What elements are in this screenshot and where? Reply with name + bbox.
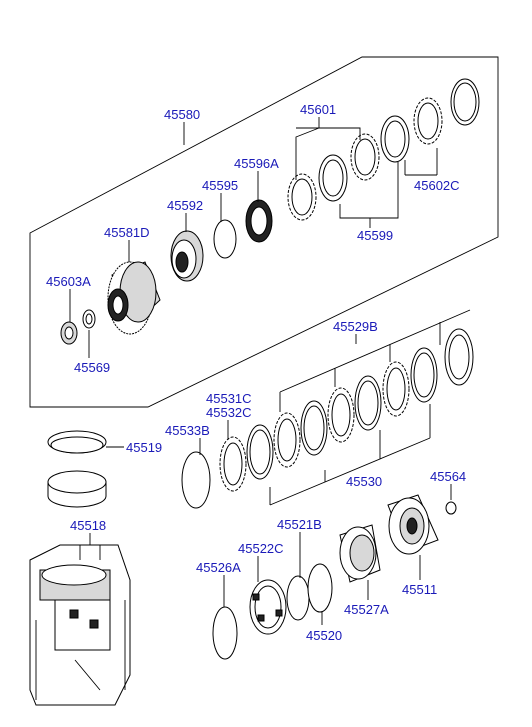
part-45521B — [286, 575, 310, 621]
part-45522C — [249, 579, 287, 635]
label-45518: 45518 — [70, 518, 106, 533]
part-45518-case — [29, 544, 131, 706]
label-45529B: 45529B — [333, 319, 378, 334]
assembly-frame-45580 — [29, 56, 499, 408]
part-45601-plates — [287, 97, 443, 221]
label-45531C: 45531C — [206, 391, 252, 406]
label-45602C: 45602C — [414, 178, 460, 193]
label-45569: 45569 — [74, 360, 110, 375]
label-45599: 45599 — [357, 228, 393, 243]
label-45601: 45601 — [300, 102, 336, 117]
label-45532C: 45532C — [206, 405, 252, 420]
label-45592: 45592 — [167, 198, 203, 213]
label-45595: 45595 — [202, 178, 238, 193]
part-45603A — [60, 321, 78, 345]
label-45581D: 45581D — [104, 225, 150, 240]
label-45521B: 45521B — [277, 517, 322, 532]
part-45530-plates — [246, 328, 474, 480]
part-45592 — [170, 230, 204, 282]
part-45527A — [339, 524, 381, 583]
part-45596A — [245, 199, 273, 243]
part-45564 — [445, 501, 457, 515]
part-45599-plates — [318, 115, 410, 202]
label-45533B: 45533B — [165, 423, 210, 438]
label-45580: 45580 — [164, 107, 200, 122]
label-45522C: 45522C — [238, 541, 284, 556]
part-45602C — [450, 78, 480, 126]
part-45533B — [181, 451, 211, 509]
part-45520 — [307, 563, 333, 613]
label-45564: 45564 — [430, 469, 466, 484]
part-45595 — [213, 219, 237, 259]
label-45526A: 45526A — [196, 560, 241, 575]
label-45527A: 45527A — [344, 602, 389, 617]
part-45526A — [212, 606, 238, 660]
label-45520: 45520 — [306, 628, 342, 643]
part-45531C — [219, 436, 247, 492]
label-45603A: 45603A — [46, 274, 91, 289]
part-45511 — [387, 494, 439, 555]
part-45569 — [82, 309, 96, 329]
label-45596A: 45596A — [234, 156, 279, 171]
label-45519: 45519 — [126, 440, 162, 455]
label-45511: 45511 — [402, 582, 437, 597]
part-45581D — [107, 261, 161, 335]
part-45519 — [47, 430, 107, 454]
label-45530: 45530 — [346, 474, 382, 489]
part-45519-piston — [47, 470, 107, 508]
